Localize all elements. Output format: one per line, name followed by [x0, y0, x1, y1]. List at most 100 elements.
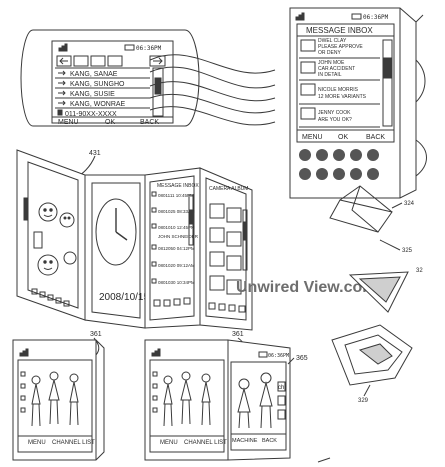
message-line[interactable]: IN DETAIL	[318, 72, 342, 78]
clock-face	[95, 198, 137, 266]
message-line[interactable]: ARE YOU OK?	[318, 117, 352, 123]
side-tab[interactable]	[277, 381, 286, 392]
photo-thumbnail[interactable]	[209, 251, 225, 267]
contact-item[interactable]: KANG, SANAE	[70, 71, 118, 78]
leader-line	[391, 202, 403, 209]
inbox-title: MESSAGE INBOX	[157, 183, 199, 189]
side-tab[interactable]	[277, 395, 286, 406]
message-line[interactable]: PLEASE APPROVE	[318, 44, 363, 50]
softkey-menu[interactable]: MENU	[28, 440, 46, 446]
side-tab[interactable]	[277, 409, 286, 420]
inbox-row[interactable]: JOHN SCHNEIDER	[158, 234, 199, 239]
message-line[interactable]: CAR ACCIDENT	[318, 66, 355, 72]
panel-inbox-screen	[149, 175, 195, 321]
channel-button[interactable]	[20, 395, 26, 401]
status-time: 06:36PM	[136, 45, 162, 52]
scrollbar[interactable]	[382, 39, 393, 127]
photo-thumbnail[interactable]	[209, 227, 225, 243]
mail-icon	[151, 244, 157, 250]
softkey-menu[interactable]: MENU	[160, 440, 178, 446]
inbox-row[interactable]: 0801025 08:33AM	[158, 209, 195, 214]
inbox-row[interactable]: 0801030 10:34PM	[158, 280, 195, 285]
leader-line	[415, 139, 427, 177]
keypad-key[interactable]	[316, 149, 328, 161]
ref-label-365: 365	[296, 355, 308, 362]
ref-label-324: 324	[404, 201, 415, 207]
softkey-back[interactable]: BACK	[366, 134, 385, 141]
message-line[interactable]: DWEL CLAY	[318, 38, 347, 44]
photo-thumbnail[interactable]	[226, 255, 242, 271]
panel-left-handle	[23, 197, 28, 221]
keypad-key[interactable]	[299, 168, 311, 180]
softkey-menu[interactable]: MENU	[302, 134, 323, 141]
contact-item[interactable]: KANG, WONRAE	[70, 101, 126, 108]
photo-thumbnail[interactable]	[226, 279, 242, 295]
softkey-menu[interactable]: MENU	[58, 119, 79, 126]
avatar	[300, 39, 316, 52]
keypad	[299, 149, 379, 180]
softkey-channel-list[interactable]: CHANNEL LIST	[184, 440, 227, 446]
phone-number: 011-90XX-XXXX	[65, 111, 117, 118]
signal-icon	[295, 12, 305, 21]
photo-thumbnail[interactable]	[209, 275, 225, 291]
keypad-key[interactable]	[299, 149, 311, 161]
channel-button[interactable]	[20, 383, 26, 389]
people-image	[237, 372, 273, 429]
message-line[interactable]: JENNY COOK	[318, 110, 351, 116]
softkey-back[interactable]: BACK	[140, 119, 159, 126]
keypad-key[interactable]	[367, 149, 379, 161]
inbox-row[interactable]: 0812050 04:12PM	[158, 246, 195, 251]
panel-middle-screen	[91, 182, 141, 319]
nav-tab-2[interactable]	[90, 55, 106, 67]
watermark: Unwired View.com	[236, 279, 376, 296]
mail-icon	[151, 278, 157, 284]
avatar	[300, 83, 316, 96]
channel-button[interactable]	[152, 383, 158, 389]
channel-button[interactable]	[20, 371, 26, 377]
photo-thumbnail[interactable]	[226, 231, 242, 247]
softkey-ok[interactable]: OK	[105, 119, 115, 126]
keypad-key[interactable]	[350, 168, 362, 180]
keypad-key[interactable]	[316, 168, 328, 180]
softkey-channel-list[interactable]: CHANNEL LIST	[52, 440, 95, 446]
leader-line	[287, 357, 295, 365]
channel-button[interactable]	[152, 407, 158, 413]
scrollbar-thumb[interactable]	[154, 77, 162, 95]
message-list: DWEL CLAY PLEASE APPROVE OR DENY JOHN MO…	[299, 38, 380, 128]
inbox-row[interactable]: 0801111 10:45PM	[158, 193, 194, 198]
inbox-row[interactable]: 0801010 12:45PM	[158, 225, 195, 230]
phone-b-side-screen	[230, 361, 287, 451]
message-line[interactable]: JOHN MOE	[318, 60, 345, 66]
face-icon	[63, 251, 77, 265]
arrow-right-icon	[153, 57, 163, 65]
contact-item[interactable]: KANG, SUNGHO	[70, 81, 125, 88]
contact-item[interactable]: KANG, SUSIE	[70, 91, 115, 98]
channel-button[interactable]	[152, 395, 158, 401]
scrollbar-thumb[interactable]	[188, 209, 194, 225]
message-line[interactable]: 12 MORE VARIANTS	[318, 94, 367, 100]
softkey-ok[interactable]: OK	[338, 134, 348, 141]
photo-thumbnail[interactable]	[209, 203, 225, 219]
inbox-row[interactable]: 0801020 09:12AM	[158, 263, 195, 268]
phone-icon	[57, 109, 63, 116]
keypad-key[interactable]	[350, 149, 362, 161]
scrollbar-thumb[interactable]	[242, 221, 248, 241]
date-display: 2008/10/15	[99, 292, 149, 303]
panel-left-screen	[27, 161, 79, 309]
keypad-key[interactable]	[333, 149, 345, 161]
keypad-key[interactable]	[333, 168, 345, 180]
softkey-back[interactable]: BACK	[262, 438, 277, 444]
message-line[interactable]: NICOLE MORRIS	[318, 87, 359, 93]
battery-icon	[351, 13, 362, 20]
keypad-key[interactable]	[367, 168, 379, 180]
nav-tab-1[interactable]	[73, 55, 89, 67]
message-line[interactable]: OR DENY	[318, 50, 341, 56]
dock-icons	[31, 288, 70, 307]
channel-button[interactable]	[20, 407, 26, 413]
scrollbar-thumb[interactable]	[383, 57, 392, 79]
photo-thumbnail[interactable]	[226, 207, 242, 223]
dock-icons	[208, 302, 246, 313]
nav-tab-3[interactable]	[107, 55, 123, 67]
softkey-machine[interactable]: MACHINE	[232, 438, 258, 444]
channel-button[interactable]	[152, 371, 158, 377]
